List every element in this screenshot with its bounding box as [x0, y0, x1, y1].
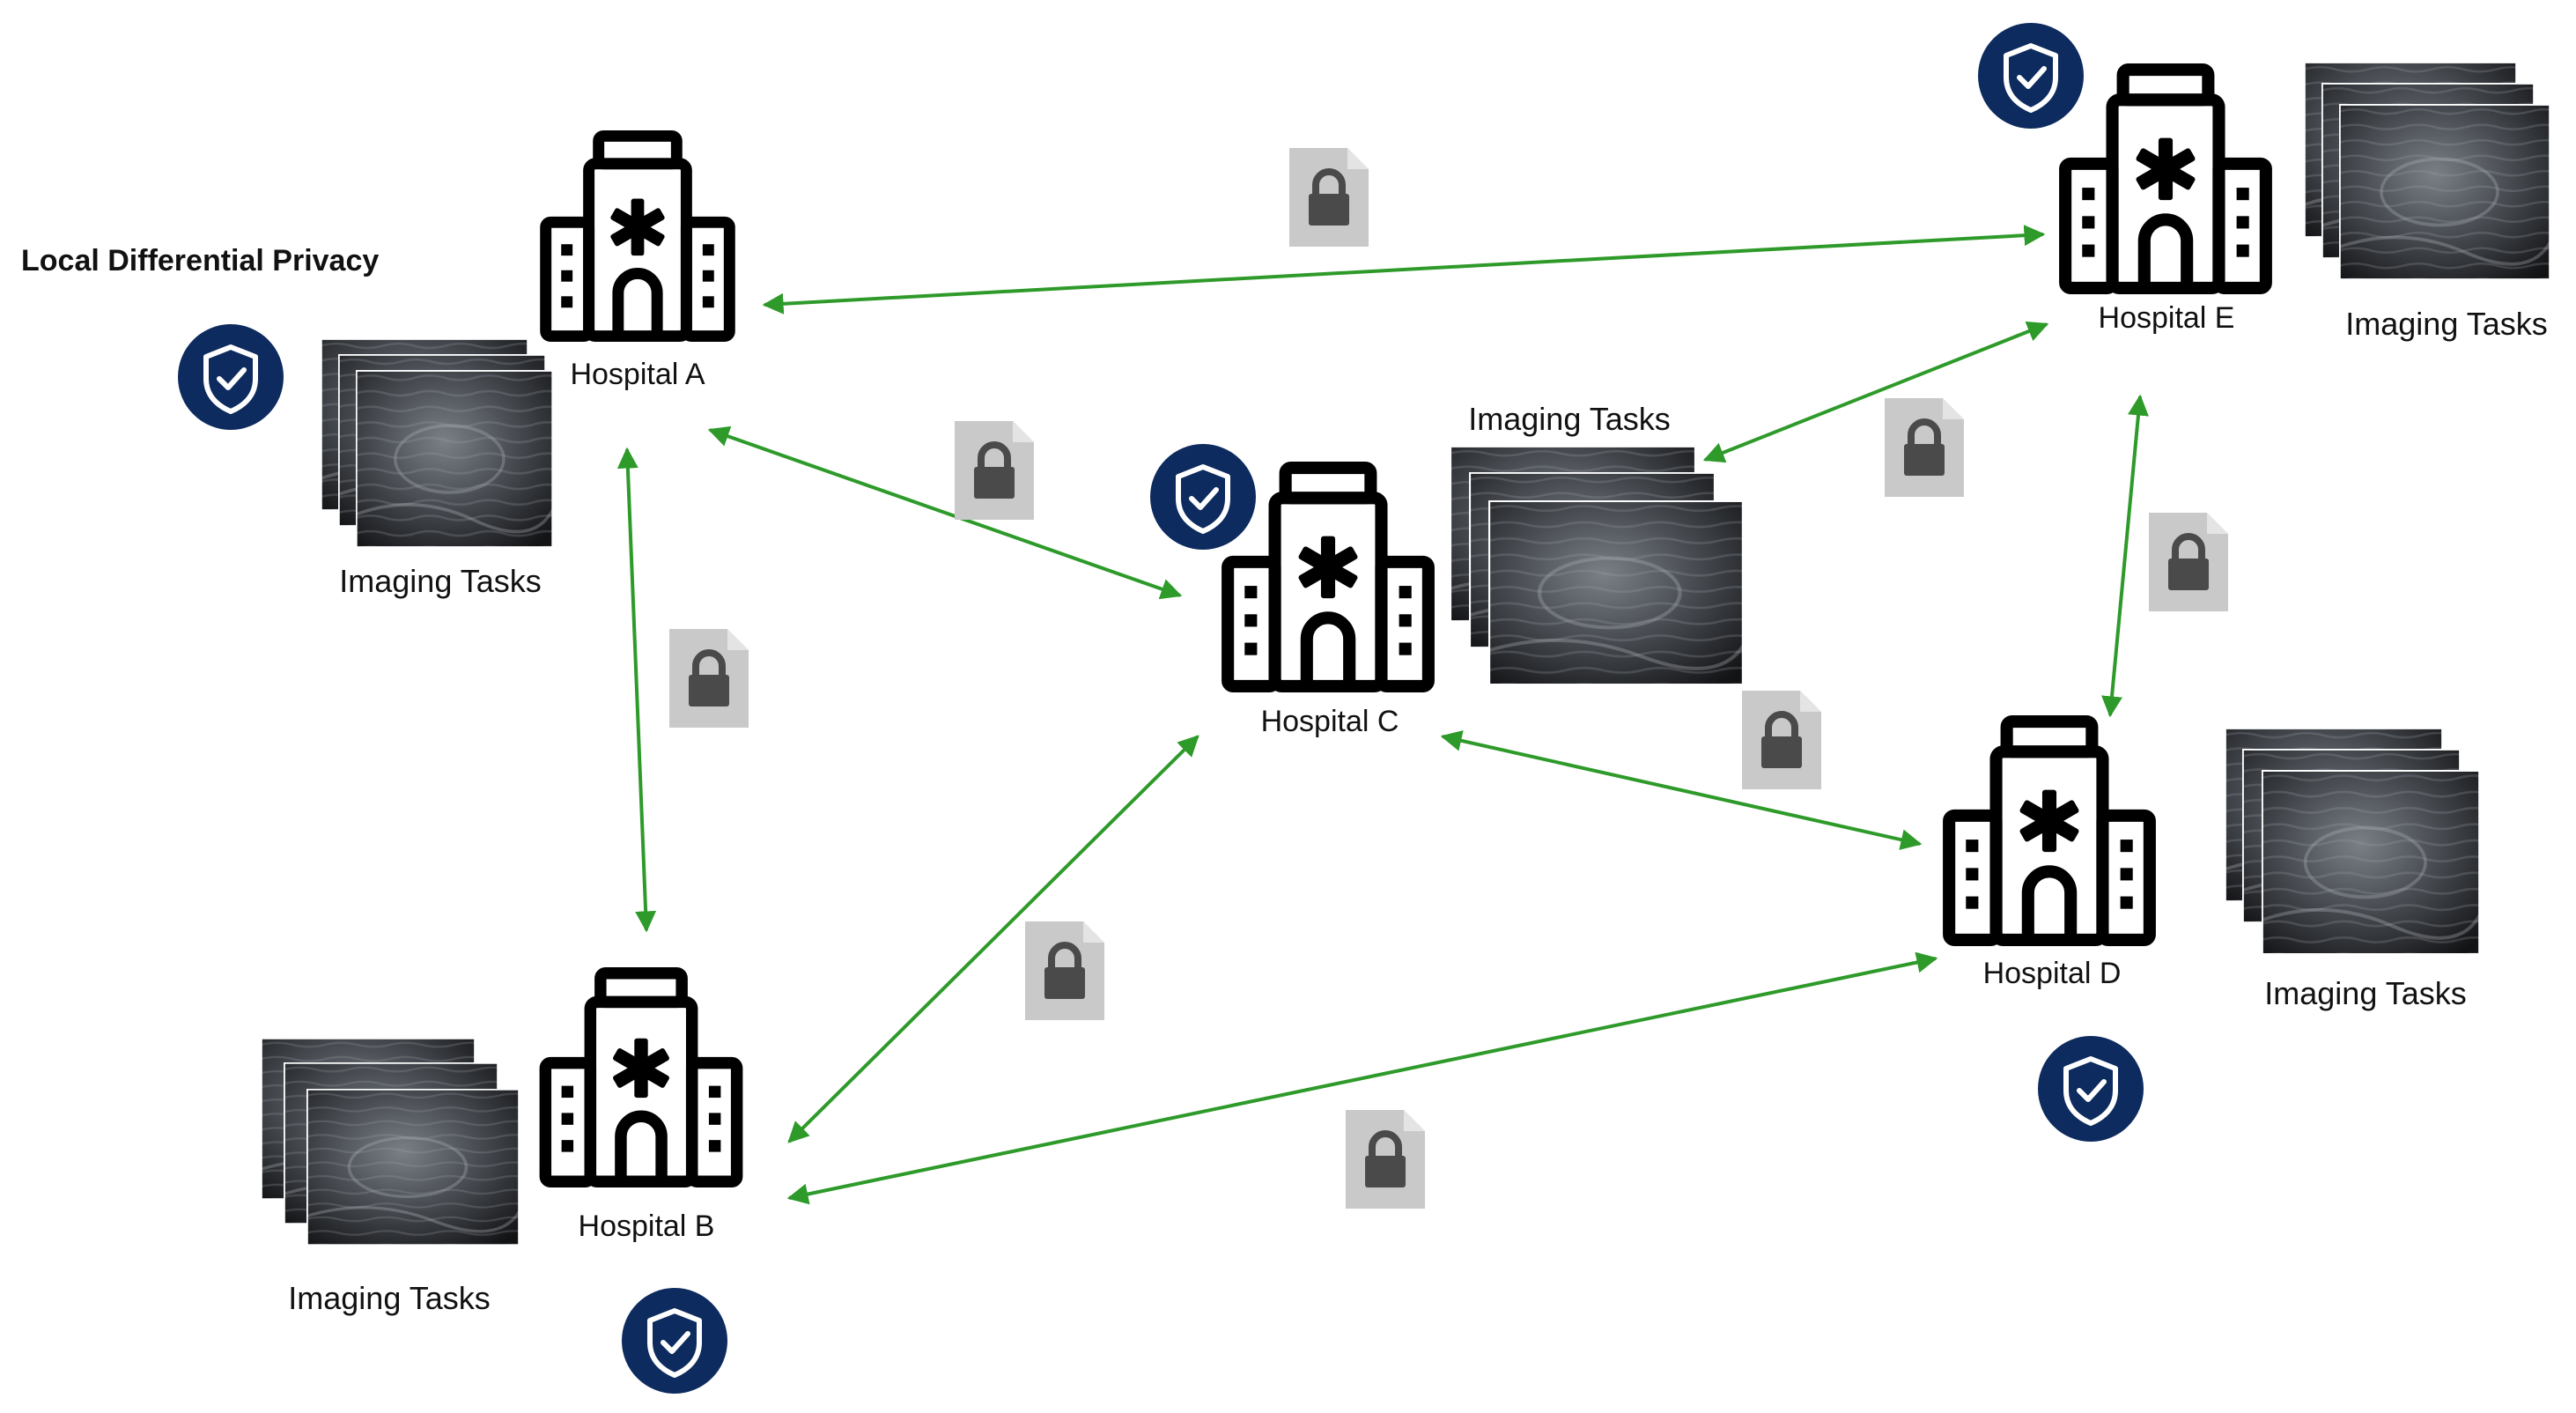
- imaging-tasks-label: Imaging Tasks: [2264, 975, 2466, 1011]
- hospital-label: Hospital E: [2099, 301, 2235, 335]
- ultrasound-image-stack: [1450, 446, 1744, 685]
- imaging-tasks-label: Imaging Tasks: [1468, 401, 1670, 437]
- encrypted-file-lock-icon: [1289, 148, 1369, 247]
- shield-check-icon: [1150, 444, 1256, 550]
- hospital-e-node: Hospital E Imaging Tasks: [1978, 23, 2550, 342]
- encrypted-file-lock-icon: [1885, 398, 1964, 497]
- connection-arrow-a-c: [707, 425, 1183, 600]
- encrypted-file-lock-icon: [1346, 1110, 1425, 1209]
- hospital-building-icon: [545, 973, 736, 1182]
- hospital-building-icon: [1228, 468, 1428, 686]
- hospital-building-icon: [1949, 721, 2150, 940]
- ultrasound-image-stack: [2304, 62, 2550, 280]
- hospital-a-node: Hospital A Imaging Tasks: [178, 136, 729, 599]
- hospital-b-node: Hospital B Imaging Tasks: [261, 973, 737, 1394]
- encrypted-file-lock-icon: [1025, 921, 1104, 1020]
- hospital-label: Hospital B: [579, 1210, 715, 1243]
- encrypted-transfer-icons: [669, 148, 2228, 1209]
- connection-arrow-c-d: [1440, 730, 1923, 850]
- connection-arrow-a-b: [616, 447, 657, 933]
- hospital-label: Hospital A: [570, 358, 705, 391]
- encrypted-file-lock-icon: [1742, 691, 1821, 789]
- hospital-c-node: Hospital C Imaging Tasks: [1150, 401, 1744, 738]
- encrypted-file-lock-icon: [2149, 513, 2228, 611]
- diagram-title: Local Differential Privacy: [21, 244, 379, 277]
- hospital-d-node: Hospital D Imaging Tasks: [1949, 721, 2480, 1142]
- connection-arrow-a-e: [762, 225, 2046, 314]
- imaging-tasks-label: Imaging Tasks: [339, 563, 541, 599]
- connection-arrow-b-c: [787, 735, 1199, 1143]
- hospital-building-icon: [2065, 70, 2266, 288]
- ultrasound-image-stack: [2225, 728, 2480, 955]
- connection-arrow-d-e: [2101, 394, 2149, 718]
- imaging-tasks-label: Imaging Tasks: [288, 1280, 490, 1316]
- encrypted-file-lock-icon: [669, 629, 749, 728]
- connection-arrow-c-e: [1702, 321, 2049, 463]
- hospital-building-icon: [546, 136, 730, 336]
- ultrasound-image-stack: [261, 1038, 520, 1246]
- hospital-label: Hospital D: [1983, 957, 2122, 990]
- shield-check-icon: [2038, 1036, 2144, 1142]
- encrypted-file-lock-icon: [955, 421, 1034, 520]
- shield-check-icon: [1978, 23, 2084, 129]
- connection-arrows: [616, 225, 2149, 1205]
- shield-check-icon: [622, 1288, 727, 1394]
- ultrasound-image-stack: [321, 338, 553, 548]
- hospital-label: Hospital C: [1261, 705, 1399, 738]
- imaging-tasks-label: Imaging Tasks: [2345, 306, 2547, 342]
- shield-check-icon: [178, 324, 284, 430]
- connection-arrow-b-d: [786, 951, 1938, 1205]
